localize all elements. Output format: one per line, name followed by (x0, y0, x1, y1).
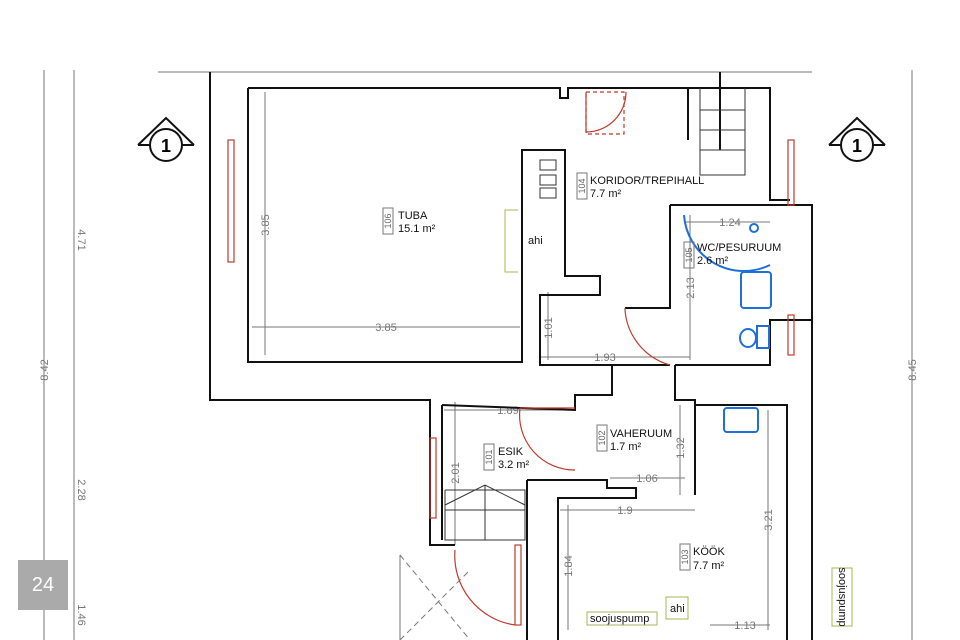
room-tuba: 106 TUBA 15.1 m² (382, 207, 436, 235)
page-number-badge: 24 (18, 560, 68, 610)
svg-text:104: 104 (577, 178, 587, 193)
room-vaheruum: 102 VAHERUUM 1.7 m² (596, 424, 672, 453)
svg-text:KÖÖK: KÖÖK (693, 546, 725, 558)
dim-corridor-193: 1.93 (594, 352, 615, 364)
heat-pump-label-right: soojuspump (836, 567, 848, 626)
svg-text:2.6 m²: 2.6 m² (697, 255, 729, 267)
svg-text:ESIK: ESIK (498, 446, 524, 458)
room-esik: 101 ESIK 3.2 m² (483, 443, 530, 471)
room-koridor: 104 KORIDOR/TREPIHALL 7.7 m² (576, 172, 704, 200)
toilet-icon (739, 328, 757, 348)
svg-text:VAHERUUM: VAHERUUM (610, 428, 672, 440)
svg-text:103: 103 (680, 549, 690, 564)
dim-tuba-height: 3.85 (260, 214, 272, 235)
dim-left-lower: 1.46 (75, 604, 87, 625)
stove-label-tuba: ahi (528, 235, 543, 247)
dim-kook-right: 3.21 (763, 509, 775, 530)
section-marker-label: 1 (161, 136, 171, 156)
section-marker-label: 1 (852, 136, 862, 156)
dimension-lines (43, 70, 913, 640)
shower-icon (749, 223, 759, 233)
svg-text:TUBA: TUBA (398, 210, 428, 222)
bathroom-fixtures (504, 209, 772, 433)
svg-text:106: 106 (383, 213, 393, 228)
stove-label-kook: ahi (670, 603, 685, 615)
dim-overall-right: 8.45 (907, 359, 919, 380)
dim-kook-left: 1.84 (563, 555, 575, 576)
section-marker-left: 1 (137, 116, 195, 162)
washbasin-icon (740, 271, 772, 309)
room-kook: 103 KÖÖK 7.7 m² (679, 543, 725, 572)
svg-text:3.2 m²: 3.2 m² (498, 459, 530, 471)
dim-kook-bottom: 1.13 (734, 620, 755, 632)
svg-text:15.1 m²: 15.1 m² (398, 223, 436, 235)
svg-text:105: 105 (684, 247, 694, 262)
dim-kook-width: 1.9 (617, 505, 632, 517)
dim-overall-left: 8.42 (39, 359, 51, 380)
dim-wc-width: 1.24 (719, 217, 740, 229)
dim-vaheruum-width: 1.06 (636, 473, 657, 485)
svg-text:WC/PESURUUM: WC/PESURUUM (697, 242, 781, 254)
dim-left-upper: 4.71 (75, 229, 87, 250)
stove-outline (504, 209, 518, 273)
svg-text:7.7 m²: 7.7 m² (590, 188, 622, 200)
dimension-labels: 8.42 4.71 2.28 1.46 8.45 3.85 3.85 1.01 … (39, 214, 919, 632)
kitchen-sink-icon (723, 407, 759, 433)
svg-text:101: 101 (484, 449, 494, 464)
dim-tuba-width: 3.85 (375, 322, 396, 334)
room-wc: 105 WC/PESURUUM 2.6 m² (683, 241, 781, 269)
dim-vaheruum-height: 1.32 (675, 437, 687, 458)
svg-text:102: 102 (597, 430, 607, 445)
heat-pump-label-kook: soojuspump (590, 613, 649, 625)
dim-esik-height: 2.01 (450, 462, 462, 483)
svg-text:7.7 m²: 7.7 m² (693, 560, 725, 572)
dim-corridor-101: 1.01 (543, 317, 555, 338)
dim-wc-height: 2.13 (685, 277, 697, 298)
dim-left-middle: 2.28 (75, 479, 87, 500)
svg-text:1.7 m²: 1.7 m² (610, 441, 642, 453)
svg-text:KORIDOR/TREPIHALL: KORIDOR/TREPIHALL (590, 175, 704, 187)
section-marker-right: 1 (828, 116, 886, 162)
windows-doors (227, 91, 795, 626)
